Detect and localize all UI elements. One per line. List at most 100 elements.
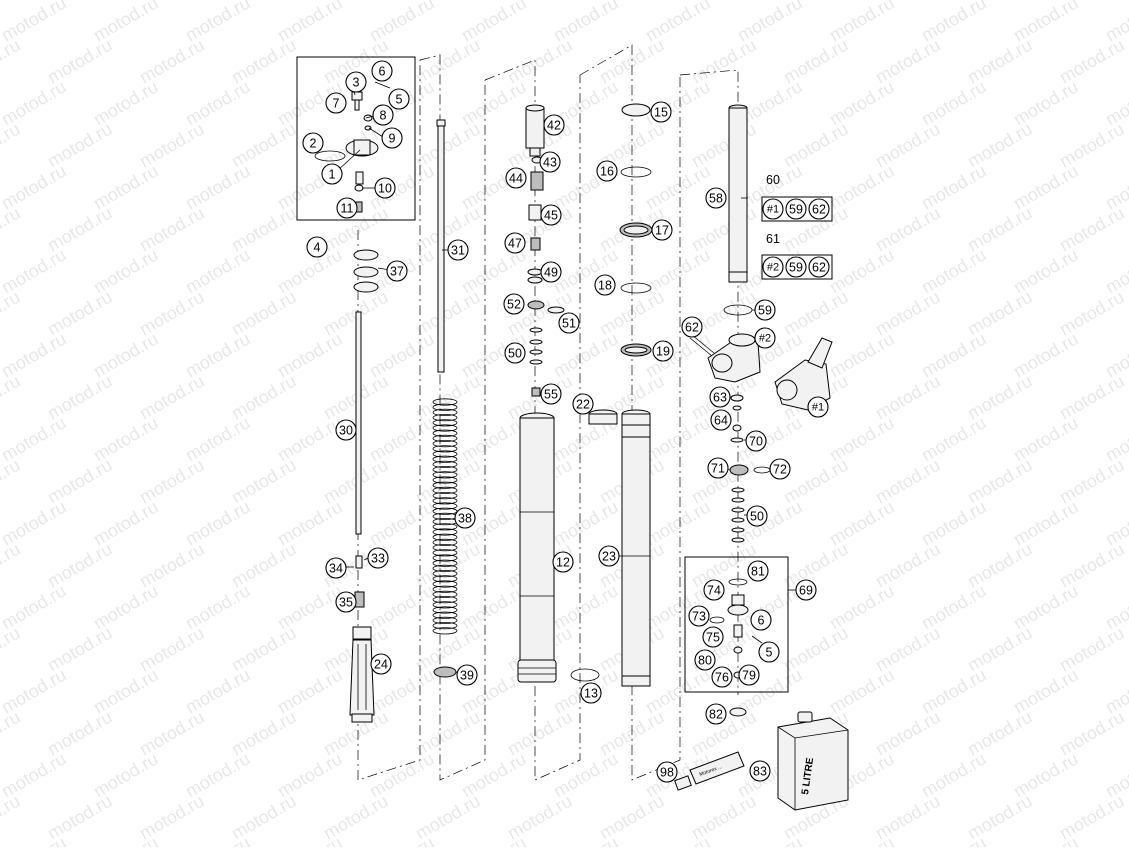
part-bolt-62 bbox=[689, 337, 713, 357]
callout-label: 82 bbox=[709, 708, 723, 722]
callout-81: 81 bbox=[747, 560, 769, 582]
watermark-text: motod.ru bbox=[1010, 833, 1082, 847]
callout-17: 17 bbox=[651, 219, 673, 241]
callout-label: 49 bbox=[544, 266, 558, 280]
part-oring-small bbox=[363, 114, 373, 122]
callout-18: 18 bbox=[594, 274, 616, 296]
callout-10: 10 bbox=[374, 177, 396, 199]
callout-39: 39 bbox=[456, 664, 478, 686]
part-washer-3 bbox=[353, 281, 379, 293]
part-dust-seal bbox=[621, 103, 651, 117]
callout-label: 11 bbox=[341, 202, 354, 216]
axis-line-5 bbox=[679, 69, 739, 695]
callout-1: 1 bbox=[321, 163, 343, 185]
callout-62b: 62 bbox=[808, 198, 830, 220]
callout-label: 69 bbox=[799, 584, 813, 598]
callout-label: 37 bbox=[390, 265, 404, 279]
callout-label: #2 bbox=[759, 333, 771, 345]
callout-63: 63 bbox=[709, 386, 731, 408]
callout-label: 35 bbox=[339, 596, 353, 610]
callout-label: 73 bbox=[692, 610, 706, 624]
callout-S2: #2 bbox=[754, 327, 776, 349]
callout-label: 43 bbox=[543, 156, 557, 170]
watermark-text: motod.ru bbox=[0, 119, 24, 172]
callout-59a: 59 bbox=[754, 299, 776, 321]
callout-label: 55 bbox=[544, 388, 558, 402]
part-82 bbox=[729, 707, 747, 717]
callout-59b: 59 bbox=[785, 198, 807, 220]
column-1-damper-rod bbox=[296, 56, 421, 781]
callout-5: 5 bbox=[388, 88, 410, 110]
callout-3: 3 bbox=[345, 71, 367, 93]
callout-label: 42 bbox=[547, 119, 561, 133]
callout-label: 16 bbox=[600, 165, 614, 179]
part-55 bbox=[531, 387, 541, 397]
part-spring-small bbox=[354, 591, 365, 608]
callout-22: 22 bbox=[572, 393, 594, 415]
callout-50b: 50 bbox=[746, 505, 768, 527]
callout-31: 31 bbox=[447, 239, 469, 261]
part-damper-tube bbox=[728, 107, 748, 281]
callout-label: 62 bbox=[812, 203, 826, 217]
watermark-text: motod.ru bbox=[0, 371, 24, 424]
part-screw bbox=[354, 99, 360, 111]
callout-4: 4 bbox=[306, 236, 328, 258]
callout-12: 12 bbox=[552, 551, 574, 573]
callout-42: 42 bbox=[543, 114, 565, 136]
callout-label: 6 bbox=[758, 614, 765, 628]
callout-82: 82 bbox=[705, 703, 727, 725]
callout-label: 52 bbox=[507, 298, 521, 312]
callout-label: 22 bbox=[576, 398, 590, 412]
callout-44: 44 bbox=[505, 167, 527, 189]
callout-label: 62 bbox=[812, 261, 826, 275]
callout-33: 33 bbox=[367, 547, 389, 569]
callout-label: #1 bbox=[767, 204, 779, 216]
watermark-text: motod.ru bbox=[826, 833, 898, 847]
callout-label: 70 bbox=[749, 435, 763, 449]
watermark-text: motod.ru bbox=[0, 623, 24, 676]
callout-label: 6 bbox=[379, 65, 386, 79]
callout-11: 11 bbox=[336, 197, 358, 219]
callout-label: 63 bbox=[713, 391, 727, 405]
callout-38: 38 bbox=[454, 507, 476, 529]
callout-label: 13 bbox=[584, 687, 598, 701]
callout-76: 76 bbox=[711, 666, 733, 688]
callout-5b: 5 bbox=[758, 641, 780, 663]
part-spring-44 bbox=[530, 171, 544, 191]
callout-62c: 62 bbox=[808, 256, 830, 278]
part-washer-2 bbox=[353, 266, 379, 278]
callout-label: 2 bbox=[310, 137, 317, 151]
part-cap-body bbox=[353, 139, 371, 156]
callout-43: 43 bbox=[539, 151, 561, 173]
callout-label: 59 bbox=[758, 304, 772, 318]
callout-label: 31 bbox=[451, 244, 465, 258]
part-grease-tube bbox=[689, 751, 745, 785]
callout-13: 13 bbox=[580, 682, 602, 704]
callout-30: 30 bbox=[335, 419, 357, 441]
watermark-text: motod.ru bbox=[1102, 833, 1129, 847]
callout-6b: 6 bbox=[750, 609, 772, 631]
callout-64: 64 bbox=[710, 409, 732, 431]
callout-label: 7 bbox=[333, 97, 340, 111]
callout-label: 3 bbox=[353, 76, 360, 90]
callout-label: 58 bbox=[709, 192, 723, 206]
callout-34: 34 bbox=[325, 557, 347, 579]
callout-label: 23 bbox=[602, 550, 616, 564]
callout-label: 71 bbox=[711, 462, 725, 476]
watermark-text: motod.ru bbox=[0, 287, 24, 340]
callout-23: 23 bbox=[598, 545, 620, 567]
callout-label: 50 bbox=[508, 347, 522, 361]
callout-label: 18 bbox=[598, 279, 612, 293]
callout-19: 19 bbox=[652, 340, 674, 362]
callout-label: 47 bbox=[508, 237, 522, 251]
callout-7: 7 bbox=[325, 92, 347, 114]
watermark-text: motod.ru bbox=[366, 833, 438, 847]
part-52 bbox=[527, 300, 545, 310]
callout-S1: #1 bbox=[807, 396, 829, 418]
callout-label: 19 bbox=[656, 345, 670, 359]
callout-label: 15 bbox=[654, 106, 668, 120]
assembly-box-top bbox=[296, 56, 416, 221]
assembly-box-69 bbox=[684, 556, 789, 693]
